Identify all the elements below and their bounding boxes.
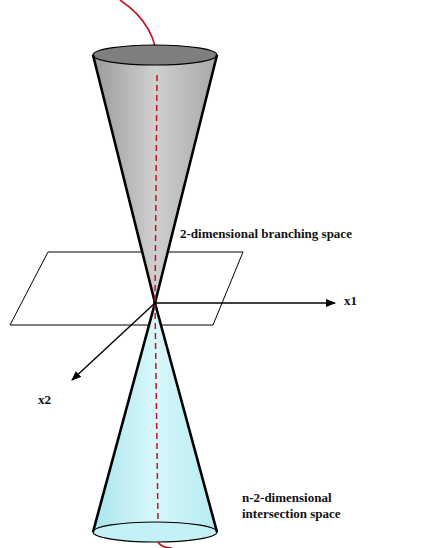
branching-plane (10, 252, 243, 325)
axis-label: x2 (38, 392, 51, 408)
lower-cone-rim (93, 522, 217, 542)
plane-label: 2-dimensional branching space (180, 226, 352, 242)
x1-axis (155, 302, 335, 303)
x2-axis (72, 303, 155, 380)
upper-cone (93, 55, 217, 303)
lower-cone (93, 303, 217, 532)
intersection-label: n-2-dimensional intersection space (242, 490, 392, 521)
upper-cone-rim (93, 45, 217, 65)
axis-label: x1 (344, 293, 357, 309)
intersection-curve-hidden (155, 75, 157, 303)
